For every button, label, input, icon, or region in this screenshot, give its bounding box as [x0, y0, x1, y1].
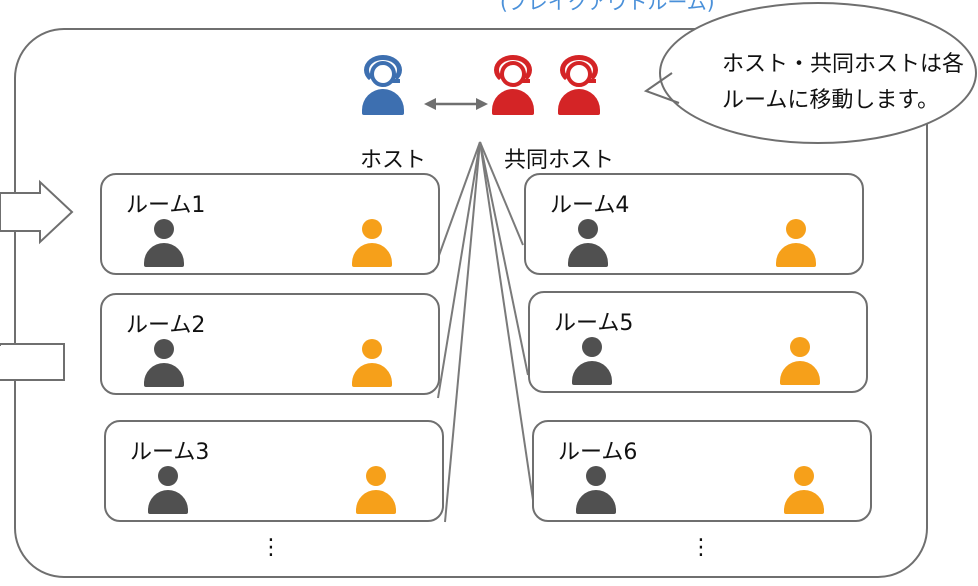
entry-arrow-icon [0, 179, 74, 245]
room-label: ルーム6 [558, 440, 638, 465]
participant-orange-icon [776, 219, 816, 269]
participant-orange-icon [356, 466, 396, 516]
callout-text: ホスト・共同ホストは各 ルームに移動します。 [722, 47, 964, 119]
participant-orange-icon [784, 466, 824, 516]
participant-dark-icon [144, 219, 184, 269]
session-frame [14, 28, 928, 578]
participant-dark-icon [148, 466, 188, 516]
room-1: ルーム1 [100, 173, 440, 275]
room-label: ルーム5 [554, 311, 634, 336]
entry-arrow-icon-2 [0, 343, 65, 381]
participant-dark-icon [144, 339, 184, 389]
host-label: ホスト [360, 148, 427, 173]
arrow-left-head [424, 98, 436, 110]
room-3: ルーム3 [104, 420, 444, 522]
cohost-avatar-icon-1 [492, 55, 534, 115]
participant-dark-icon [568, 219, 608, 269]
room-label: ルーム1 [126, 193, 206, 218]
line-to-room4 [479, 141, 524, 246]
line-to-room2 [437, 141, 481, 399]
cohost-label: 共同ホスト [504, 148, 615, 173]
participant-orange-icon [352, 339, 392, 389]
room-4: ルーム4 [524, 173, 864, 275]
arrow-right-head [476, 98, 488, 110]
line-to-room3 [444, 141, 481, 523]
room-label: ルーム2 [126, 313, 206, 338]
line-to-room5 [479, 141, 529, 376]
line-to-room1 [432, 141, 481, 273]
more-rooms-ellipsis-left: ⋮ [260, 535, 282, 560]
participant-dark-icon [572, 337, 612, 387]
room-5: ルーム5 [528, 291, 868, 393]
speech-bubble [659, 2, 977, 144]
participant-orange-icon [352, 219, 392, 269]
room-label: ルーム4 [550, 193, 630, 218]
speech-bubble-tail [643, 72, 680, 104]
cohost-avatar-icon-2 [558, 55, 600, 115]
callout-line-2: ルームに移動します。 [722, 88, 940, 113]
room-label: ルーム3 [130, 440, 210, 465]
host-avatar-icon [362, 55, 404, 115]
room-6: ルーム6 [532, 420, 872, 522]
participant-orange-icon [780, 337, 820, 387]
room-2: ルーム2 [100, 293, 440, 395]
participant-dark-icon [576, 466, 616, 516]
callout-line-1: ホスト・共同ホストは各 [722, 52, 965, 77]
more-rooms-ellipsis-right: ⋮ [690, 535, 712, 560]
line-to-room6 [479, 141, 534, 501]
